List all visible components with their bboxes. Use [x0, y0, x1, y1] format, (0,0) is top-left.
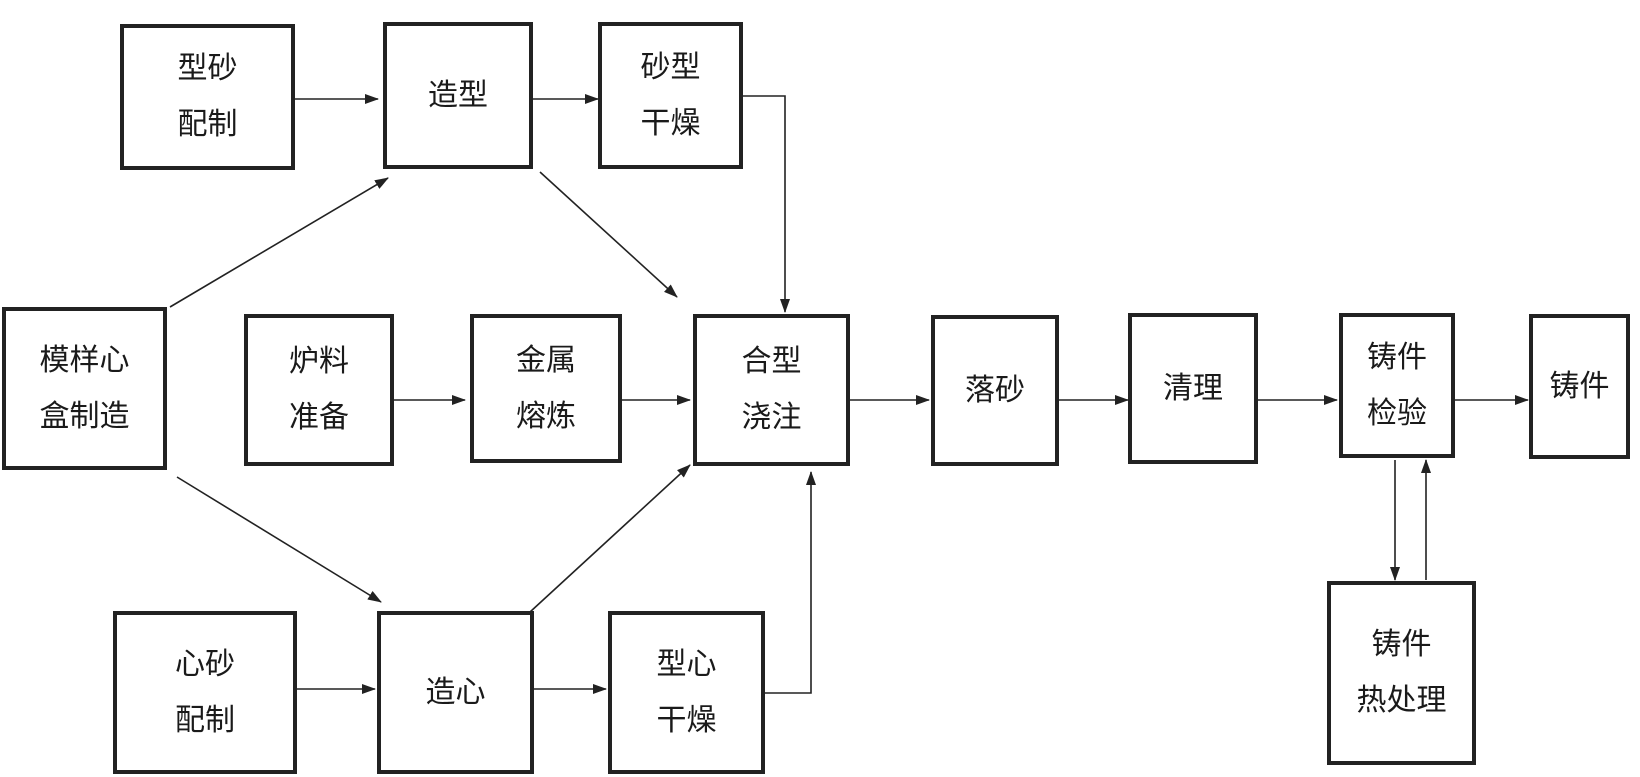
node-mold-dry-line2: 干燥: [640, 105, 701, 141]
arrow-core-making-to-pouring: [529, 464, 691, 613]
node-core-dry: 型心 干燥: [608, 611, 765, 774]
node-core-sand-prep-line1: 心砂: [175, 646, 235, 682]
node-core-dry-line2: 干燥: [656, 702, 717, 738]
node-melting-line2: 熔炼: [516, 398, 576, 434]
node-assembly-pouring-line1: 合型: [741, 344, 802, 379]
node-melting-line1: 金属: [516, 342, 576, 378]
node-inspection-line1: 铸件: [1367, 339, 1427, 375]
node-pattern: 模样心 盒制造: [2, 307, 167, 470]
node-core-dry-line1: 型心: [656, 646, 717, 682]
node-sand-prep: 型砂 配制: [120, 24, 295, 170]
node-core-sand-prep: 心砂 配制: [113, 611, 297, 774]
arrow-molding-to-pouring: [539, 171, 678, 298]
node-molding: 造型: [383, 22, 533, 169]
node-charge-prep-line1: 炉料: [289, 344, 349, 379]
node-heat-treatment-line2: 热处理: [1356, 683, 1447, 718]
node-pattern-line2: 盒制造: [39, 398, 130, 434]
node-shakeout-line1: 落砂: [965, 372, 1025, 408]
node-melting: 金属 熔炼: [470, 314, 622, 463]
node-molding-line1: 造型: [428, 77, 488, 113]
node-cleaning-line1: 清理: [1163, 370, 1223, 406]
node-core-making-line1: 造心: [425, 674, 486, 710]
node-assembly-pouring-line2: 浇注: [741, 400, 802, 435]
node-assembly-pouring: 合型 浇注: [693, 314, 850, 466]
node-core-making: 造心: [377, 611, 534, 774]
node-inspection-line2: 检验: [1367, 395, 1427, 431]
arrow-pattern-to-molding: [169, 177, 389, 308]
node-sand-prep-line2: 配制: [177, 107, 238, 142]
node-heat-treatment-line1: 铸件: [1371, 627, 1432, 662]
node-cleaning: 清理: [1128, 313, 1258, 464]
node-casting: 铸件: [1529, 314, 1630, 459]
node-shakeout: 落砂: [931, 315, 1059, 466]
node-mold-dry-line1: 砂型: [640, 49, 701, 85]
arrow-mold-dry-to-pouring: [741, 95, 790, 313]
node-inspection: 铸件 检验: [1339, 313, 1455, 458]
node-charge-prep-line2: 准备: [289, 400, 349, 435]
node-core-sand-prep-line2: 配制: [175, 702, 235, 738]
arrow-core-dry-to-pouring: [765, 471, 816, 694]
node-charge-prep: 炉料 准备: [244, 314, 394, 466]
arrow-pattern-to-core-making: [176, 476, 382, 603]
node-casting-line1: 铸件: [1549, 368, 1610, 404]
node-sand-prep-line1: 型砂: [177, 51, 238, 86]
node-heat-treatment: 铸件 热处理: [1327, 581, 1476, 765]
node-pattern-line1: 模样心: [39, 342, 130, 378]
node-mold-dry: 砂型 干燥: [598, 22, 743, 169]
